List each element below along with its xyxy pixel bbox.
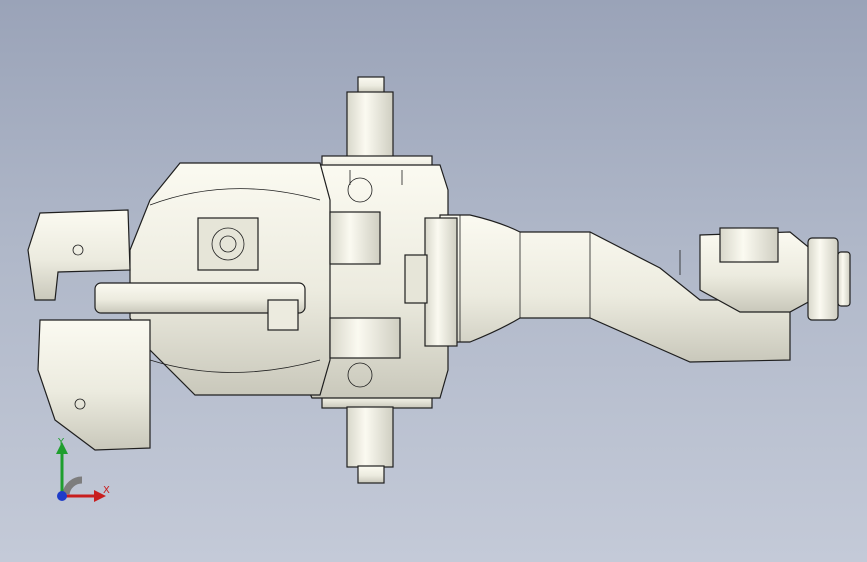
top-motor bbox=[321, 76, 433, 175]
axis-y-label: Y bbox=[58, 437, 65, 448]
bottom-motor bbox=[321, 389, 433, 484]
forearm-tube bbox=[439, 214, 791, 363]
left-gripper-bottom bbox=[37, 319, 151, 451]
wrist-flange bbox=[807, 237, 839, 321]
forearm-flange bbox=[424, 217, 458, 347]
axis-triad: Y X bbox=[40, 436, 120, 516]
triad-arrows-icon bbox=[56, 442, 106, 502]
center-motor bbox=[329, 211, 381, 265]
axis-x-label: X bbox=[103, 485, 110, 496]
upper-arm-housing bbox=[129, 162, 331, 396]
wrist-motor bbox=[719, 227, 779, 263]
left-link-bar bbox=[94, 282, 306, 314]
